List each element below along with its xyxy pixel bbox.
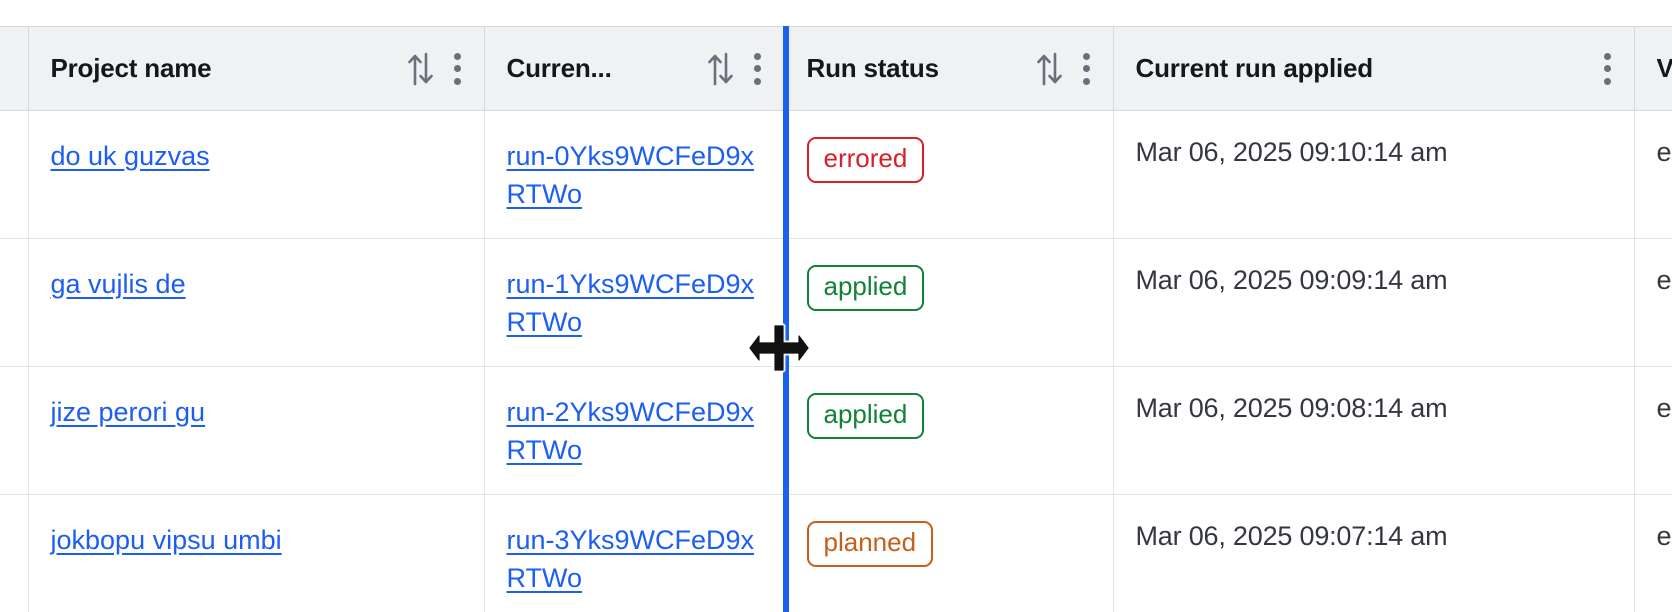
cell-vcs: e	[1634, 238, 1672, 367]
project-name-link[interactable]: jokbopu vipsu umbi	[50, 525, 282, 555]
cell-run-status: applied	[784, 238, 1114, 367]
cell-current-run: run-1Yks9WCFeD9xRTWo	[484, 238, 785, 367]
project-name-link[interactable]: do uk guzvas	[50, 141, 210, 171]
row-select-cell[interactable]	[0, 366, 29, 495]
current-run-applied-text: Mar 06, 2025 09:10:14 am	[1135, 137, 1448, 167]
kebab-menu-icon[interactable]	[1604, 52, 1612, 85]
row-select-cell[interactable]	[0, 494, 29, 612]
current-run-applied-text: Mar 06, 2025 09:07:14 am	[1135, 521, 1448, 551]
table-row[interactable]: jokbopu vipsu umbi run-3Yks9WCFeD9xRTWo …	[0, 494, 1672, 612]
column-header-project-name[interactable]: Project name	[28, 26, 485, 111]
column-header-label-vcs: V	[1656, 53, 1672, 83]
current-run-applied-text: Mar 06, 2025 09:09:14 am	[1135, 265, 1448, 295]
cell-run-status: errored	[784, 110, 1114, 239]
cell-current-run: run-3Yks9WCFeD9xRTWo	[484, 494, 785, 612]
table-header-row: Project name	[0, 26, 1672, 111]
column-header-current-run[interactable]: Curren...	[484, 26, 785, 111]
vcs-text: e	[1656, 265, 1672, 295]
vcs-text: e	[1656, 521, 1672, 551]
column-header-label-run-status: Run status	[806, 53, 939, 83]
column-header-vcs[interactable]: V	[1634, 26, 1672, 111]
table-row[interactable]: ga vujlis de run-1Yks9WCFeD9xRTWo applie…	[0, 238, 1672, 367]
status-badge: applied	[806, 393, 925, 439]
current-run-link[interactable]: run-3Yks9WCFeD9xRTWo	[506, 525, 755, 594]
kebab-menu-icon[interactable]	[1083, 52, 1091, 85]
column-header-label-current-run: Curren...	[506, 53, 612, 83]
cell-current-run-applied: Mar 06, 2025 09:07:14 am	[1113, 494, 1635, 612]
current-run-link[interactable]: run-0Yks9WCFeD9xRTWo	[506, 141, 755, 210]
kebab-menu-icon[interactable]	[454, 52, 462, 85]
cell-run-status: applied	[784, 366, 1114, 495]
cell-current-run: run-2Yks9WCFeD9xRTWo	[484, 366, 785, 495]
current-run-link[interactable]: run-1Yks9WCFeD9xRTWo	[506, 269, 755, 338]
table-body: do uk guzvas run-0Yks9WCFeD9xRTWo errore…	[0, 110, 1672, 612]
projects-table: Project name	[0, 26, 1672, 612]
table-header: Project name	[0, 26, 1672, 111]
sort-icon[interactable]	[706, 51, 736, 87]
vcs-text: e	[1656, 393, 1672, 423]
column-header-current-run-applied[interactable]: Current run applied	[1113, 26, 1635, 111]
column-resize-guide-line[interactable]	[783, 26, 789, 612]
cell-vcs: e	[1634, 494, 1672, 612]
status-badge: applied	[806, 265, 925, 311]
column-header-run-status[interactable]: Run status	[784, 26, 1114, 111]
cell-vcs: e	[1634, 110, 1672, 239]
kebab-menu-icon[interactable]	[754, 52, 762, 85]
sort-icon[interactable]	[1035, 51, 1065, 87]
cell-current-run-applied: Mar 06, 2025 09:09:14 am	[1113, 238, 1635, 367]
table-row[interactable]: do uk guzvas run-0Yks9WCFeD9xRTWo errore…	[0, 110, 1672, 239]
cell-current-run: run-0Yks9WCFeD9xRTWo	[484, 110, 785, 239]
cell-project-name: do uk guzvas	[28, 110, 485, 239]
cell-project-name: jize perori gu	[28, 366, 485, 495]
row-select-cell[interactable]	[0, 238, 29, 367]
current-run-link[interactable]: run-2Yks9WCFeD9xRTWo	[506, 397, 755, 466]
vcs-text: e	[1656, 137, 1672, 167]
column-header-label-project-name: Project name	[50, 53, 212, 83]
cell-vcs: e	[1634, 366, 1672, 495]
current-run-applied-text: Mar 06, 2025 09:08:14 am	[1135, 393, 1448, 423]
row-select-cell[interactable]	[0, 110, 29, 239]
cell-project-name: jokbopu vipsu umbi	[28, 494, 485, 612]
cell-current-run-applied: Mar 06, 2025 09:08:14 am	[1113, 366, 1635, 495]
sort-icon[interactable]	[406, 51, 436, 87]
status-badge: errored	[806, 137, 925, 183]
cell-current-run-applied: Mar 06, 2025 09:10:14 am	[1113, 110, 1635, 239]
cell-project-name: ga vujlis de	[28, 238, 485, 367]
status-badge: planned	[806, 521, 934, 567]
cell-run-status: planned	[784, 494, 1114, 612]
column-header-label-current-run-applied: Current run applied	[1135, 53, 1373, 83]
table-row[interactable]: jize perori gu run-2Yks9WCFeD9xRTWo appl…	[0, 366, 1672, 495]
project-name-link[interactable]: jize perori gu	[50, 397, 206, 427]
project-name-link[interactable]: ga vujlis de	[50, 269, 186, 299]
column-header-select[interactable]	[0, 26, 29, 111]
